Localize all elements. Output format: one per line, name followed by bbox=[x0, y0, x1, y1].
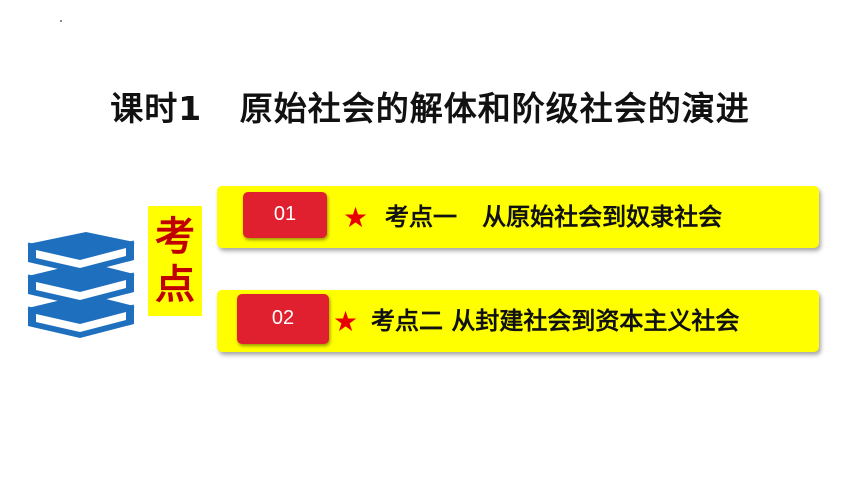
kaodian-label-char-1: 考 bbox=[155, 214, 195, 260]
topic-item-1[interactable]: 01 ★ 考点一 从原始社会到奴隶社会 bbox=[217, 186, 819, 248]
topic-item-2[interactable]: 02 ★ 考点二 从封建社会到资本主义社会 bbox=[217, 290, 819, 352]
topic-number-badge: 02 bbox=[237, 294, 329, 344]
books-icon bbox=[27, 232, 135, 338]
decorative-dot bbox=[60, 20, 62, 22]
topic-title: 考点一 从原始社会到奴隶社会 bbox=[385, 203, 723, 231]
star-icon: ★ bbox=[343, 201, 369, 234]
star-icon: ★ bbox=[333, 305, 359, 338]
kaodian-label: 考 点 bbox=[148, 206, 202, 316]
topic-number-badge: 01 bbox=[243, 192, 327, 238]
slide-title: 课时1 原始社会的解体和阶级社会的演进 bbox=[110, 89, 750, 128]
kaodian-label-char-2: 点 bbox=[155, 262, 195, 308]
topic-title: 考点二 从封建社会到资本主义社会 bbox=[371, 307, 740, 335]
